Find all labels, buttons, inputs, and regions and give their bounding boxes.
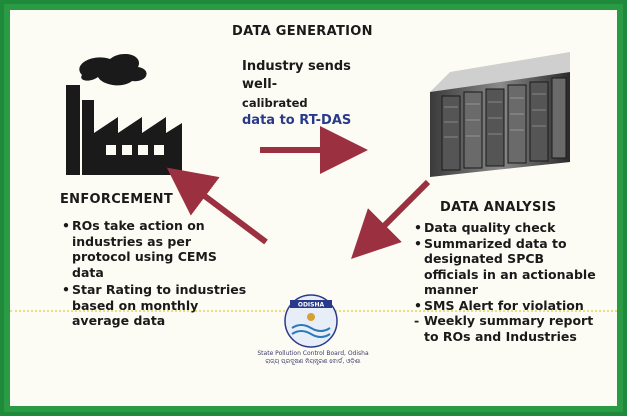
- list-item: Data quality check: [414, 220, 602, 236]
- gen-line-3: calibrated: [242, 96, 308, 110]
- list-item: ROs take action on industries as per pro…: [62, 218, 252, 280]
- server-rack-icon: [430, 52, 570, 177]
- factory-icon: [66, 53, 182, 175]
- diagram-panel: DATA GENERATION Industry sends well- cal…: [10, 10, 617, 406]
- data-analysis-list: Data quality check Summarized data to de…: [414, 220, 602, 344]
- enforcement-title: ENFORCEMENT: [60, 192, 173, 207]
- data-generation-text: Industry sends well- calibrated data to …: [242, 58, 392, 130]
- logo-name: ODISHA: [298, 302, 325, 309]
- logo-caption: State Pollution Control Board, Odisha ରା…: [248, 350, 378, 366]
- list-item: Summarized data to designated SPCB offic…: [414, 236, 602, 298]
- enforcement-list: ROs take action on industries as per pro…: [62, 218, 252, 329]
- arrow-analysis-to-enforcement: [351, 179, 431, 259]
- list-item: Weekly summary report to ROs and Industr…: [414, 313, 602, 344]
- logo-caption-line-1: State Pollution Control Board, Odisha: [257, 350, 369, 357]
- gen-line-2: well-: [242, 77, 278, 92]
- logo-caption-line-2: ରାଜ୍ୟ ପ୍ରଦୂଷଣ ନିୟନ୍ତ୍ରଣ ବୋର୍ଡ, ଓଡ଼ିଶା: [265, 358, 361, 365]
- data-analysis-title: DATA ANALYSIS: [440, 200, 557, 215]
- odisha-logo: ODISHA: [284, 294, 338, 348]
- gen-line-4: data to RT-DAS: [242, 113, 352, 128]
- arrow-enforcement-to-generation: [166, 167, 268, 245]
- gen-line-1: Industry sends: [242, 59, 351, 74]
- data-generation-title: DATA GENERATION: [232, 24, 373, 39]
- flow-arrows: [166, 126, 431, 259]
- list-item: SMS Alert for violation: [414, 298, 602, 314]
- list-item: Star Rating to industries based on month…: [62, 282, 252, 329]
